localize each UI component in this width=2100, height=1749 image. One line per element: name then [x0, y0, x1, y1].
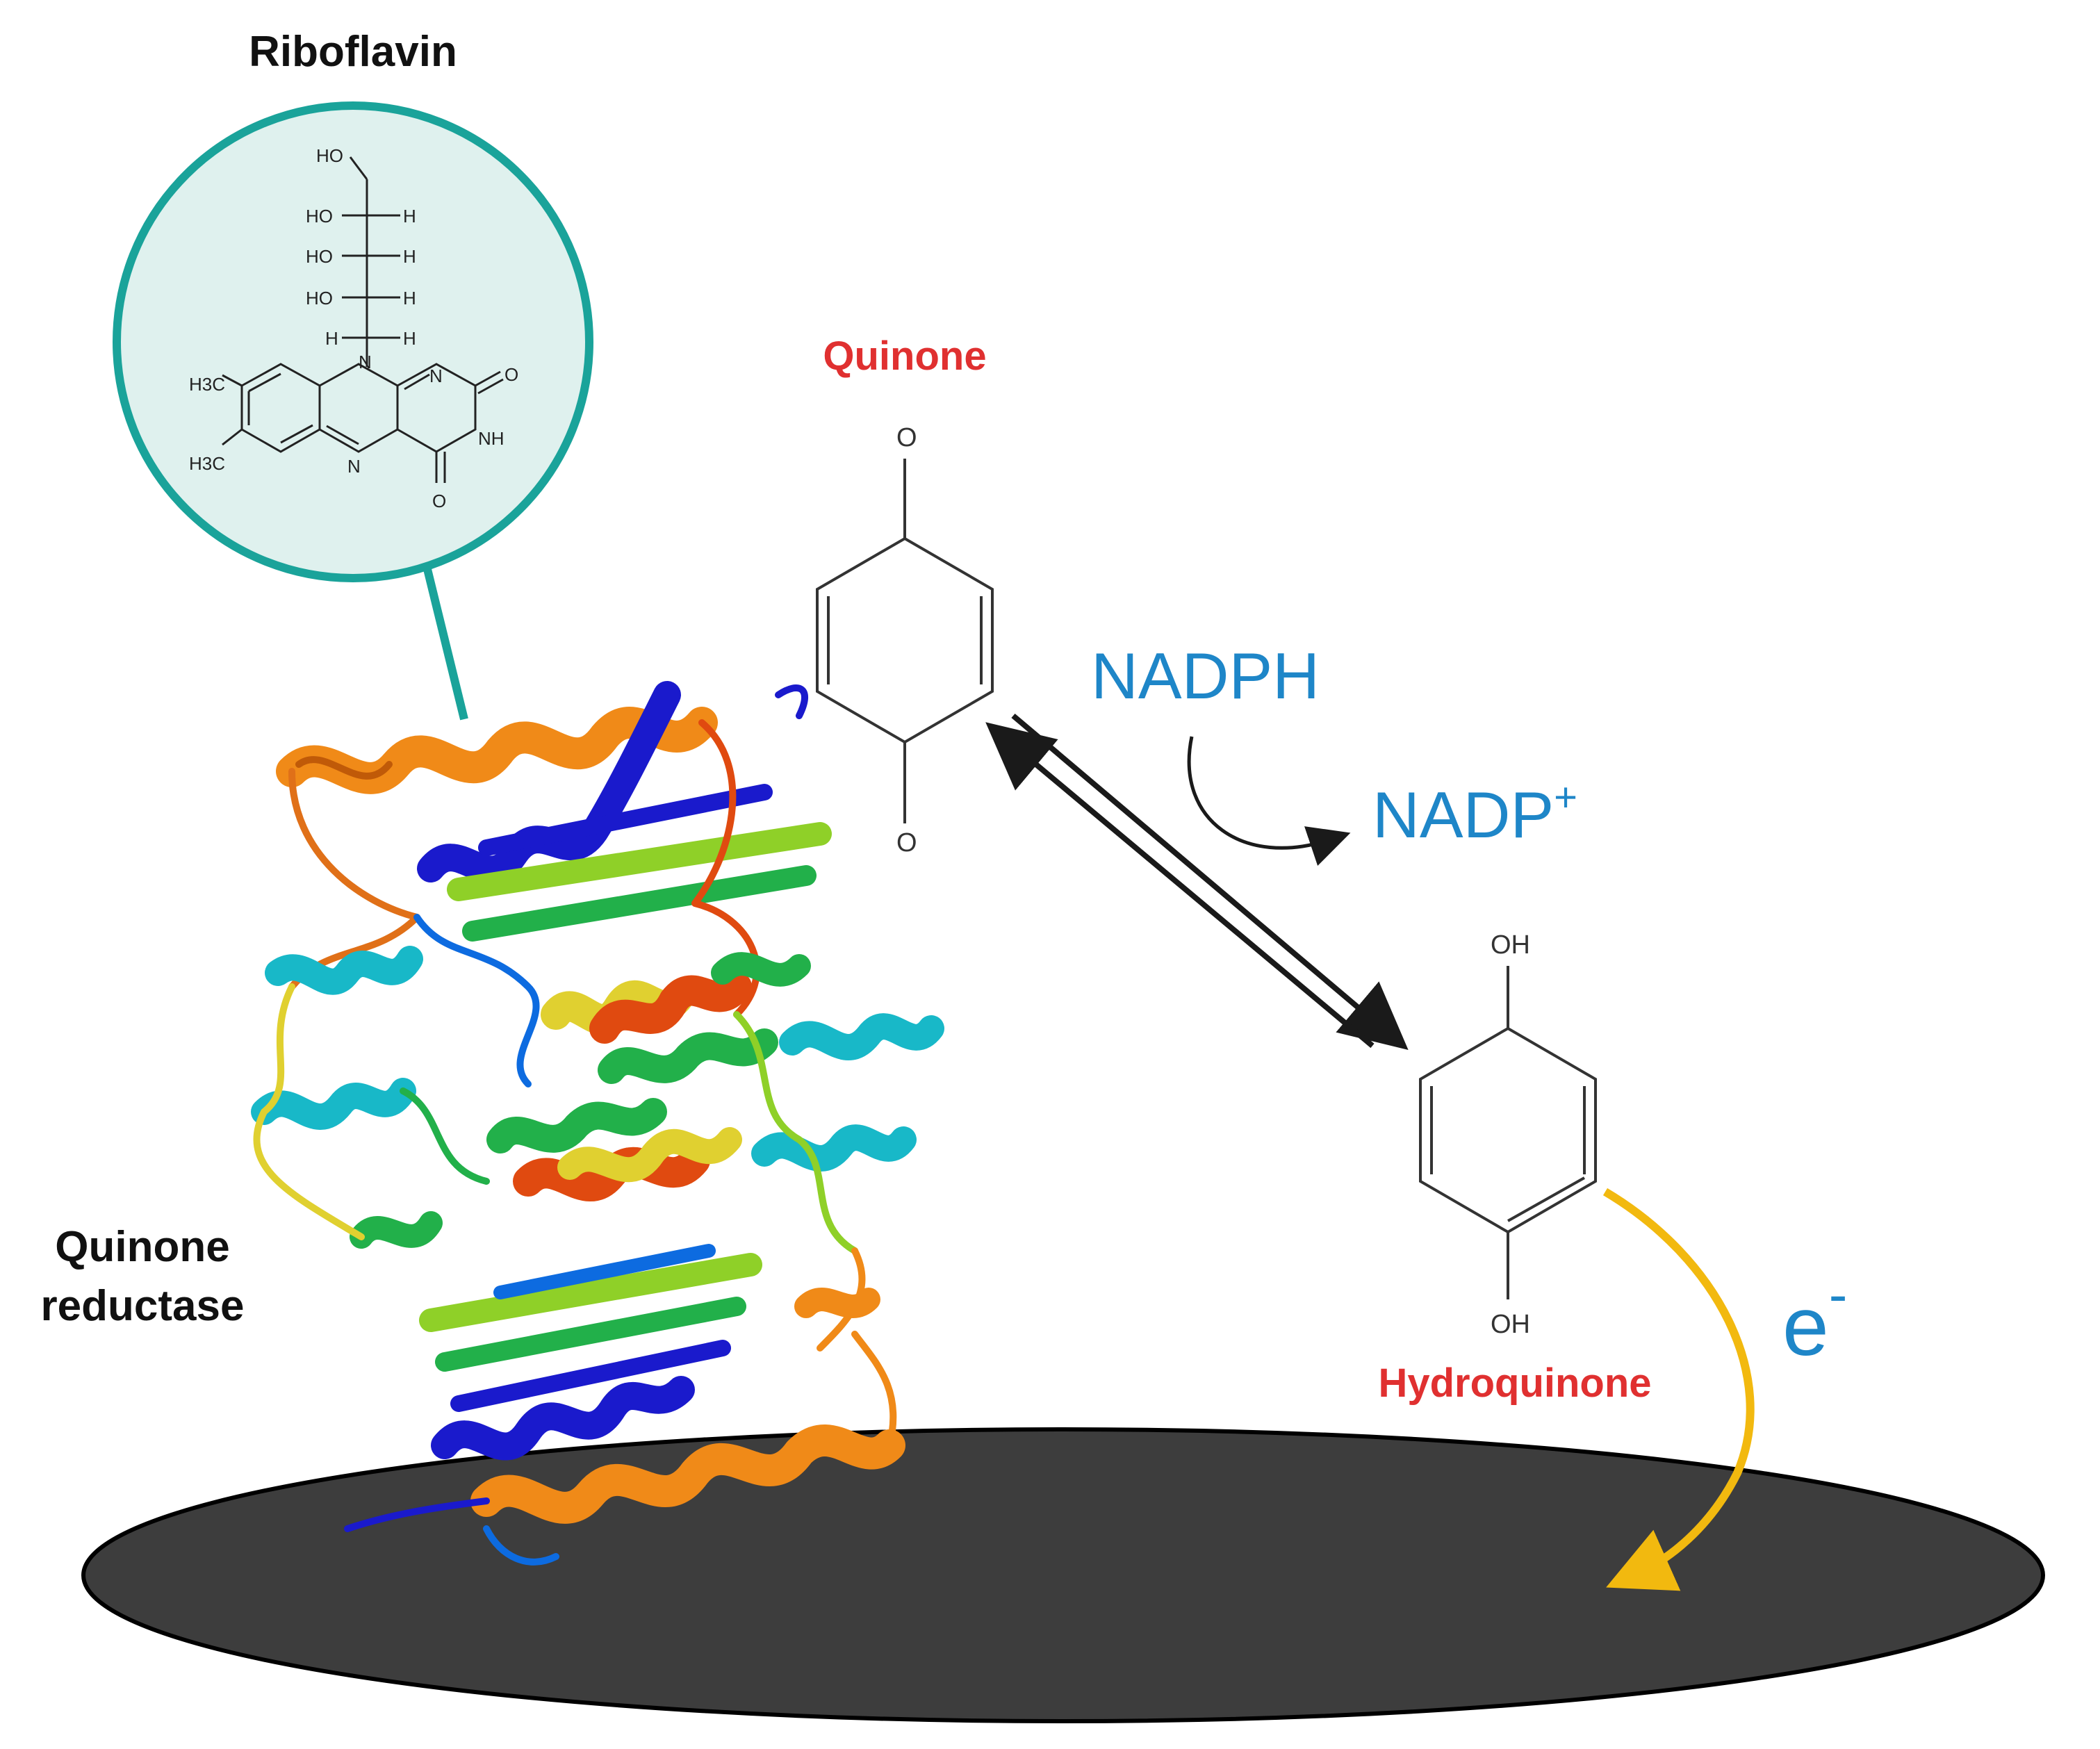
svg-text:H: H: [403, 288, 416, 309]
hydroquinone-oh-bottom: OH: [1491, 1310, 1530, 1339]
hydroquinone-label: Hydroquinone: [1378, 1361, 1651, 1406]
svg-text:N: N: [347, 456, 361, 477]
hydroquinone-structure: [1419, 966, 1597, 1299]
enzyme-label-line1: Quinone: [55, 1223, 229, 1271]
svg-text:HO: HO: [306, 246, 333, 267]
svg-text:H3C: H3C: [189, 374, 225, 395]
hydroquinone-oh-top: OH: [1491, 930, 1530, 960]
quinone-oxygen-top: O: [896, 423, 917, 452]
nadph-label: NADPH: [1091, 639, 1320, 712]
equilibrium-forward-arrow: [1011, 713, 1409, 1050]
nadp-label: NADP+: [1372, 775, 1577, 851]
svg-text:H: H: [325, 328, 338, 349]
svg-text:NH: NH: [478, 428, 505, 449]
quinone-structure: [816, 459, 994, 823]
quinone-label: Quinone: [823, 334, 986, 379]
nadph-conversion-arrow: [1187, 736, 1351, 866]
svg-text:N: N: [429, 366, 443, 386]
svg-text:H: H: [403, 246, 416, 267]
svg-text:H: H: [403, 206, 416, 227]
equilibrium-reverse-arrow: [985, 722, 1375, 1049]
riboflavin-structure: [222, 156, 504, 483]
riboflavin-atom-labels: HO HO H HO H HO H H H N N N NH O O H3C H…: [189, 145, 518, 511]
svg-text:O: O: [432, 491, 446, 511]
svg-text:H3C: H3C: [189, 453, 225, 474]
electron-transfer-arrow: [1602, 1188, 1755, 1591]
riboflavin-title: Riboflavin: [249, 28, 457, 76]
svg-text:H: H: [403, 328, 416, 349]
svg-text:HO: HO: [306, 206, 333, 227]
svg-text:N: N: [359, 352, 372, 372]
quinone-oxygen-bottom: O: [896, 828, 917, 857]
enzyme-label-line2: reductase: [41, 1282, 245, 1330]
svg-text:O: O: [505, 364, 518, 385]
electron-label: e-: [1782, 1263, 1847, 1373]
riboflavin-zoom-circle: [113, 101, 593, 582]
zoom-connector-line: [423, 565, 468, 721]
electrode-surface: [81, 1427, 2045, 1723]
svg-text:HO: HO: [316, 145, 343, 166]
quinone-reductase-protein: [251, 681, 944, 1566]
svg-text:HO: HO: [306, 288, 333, 309]
